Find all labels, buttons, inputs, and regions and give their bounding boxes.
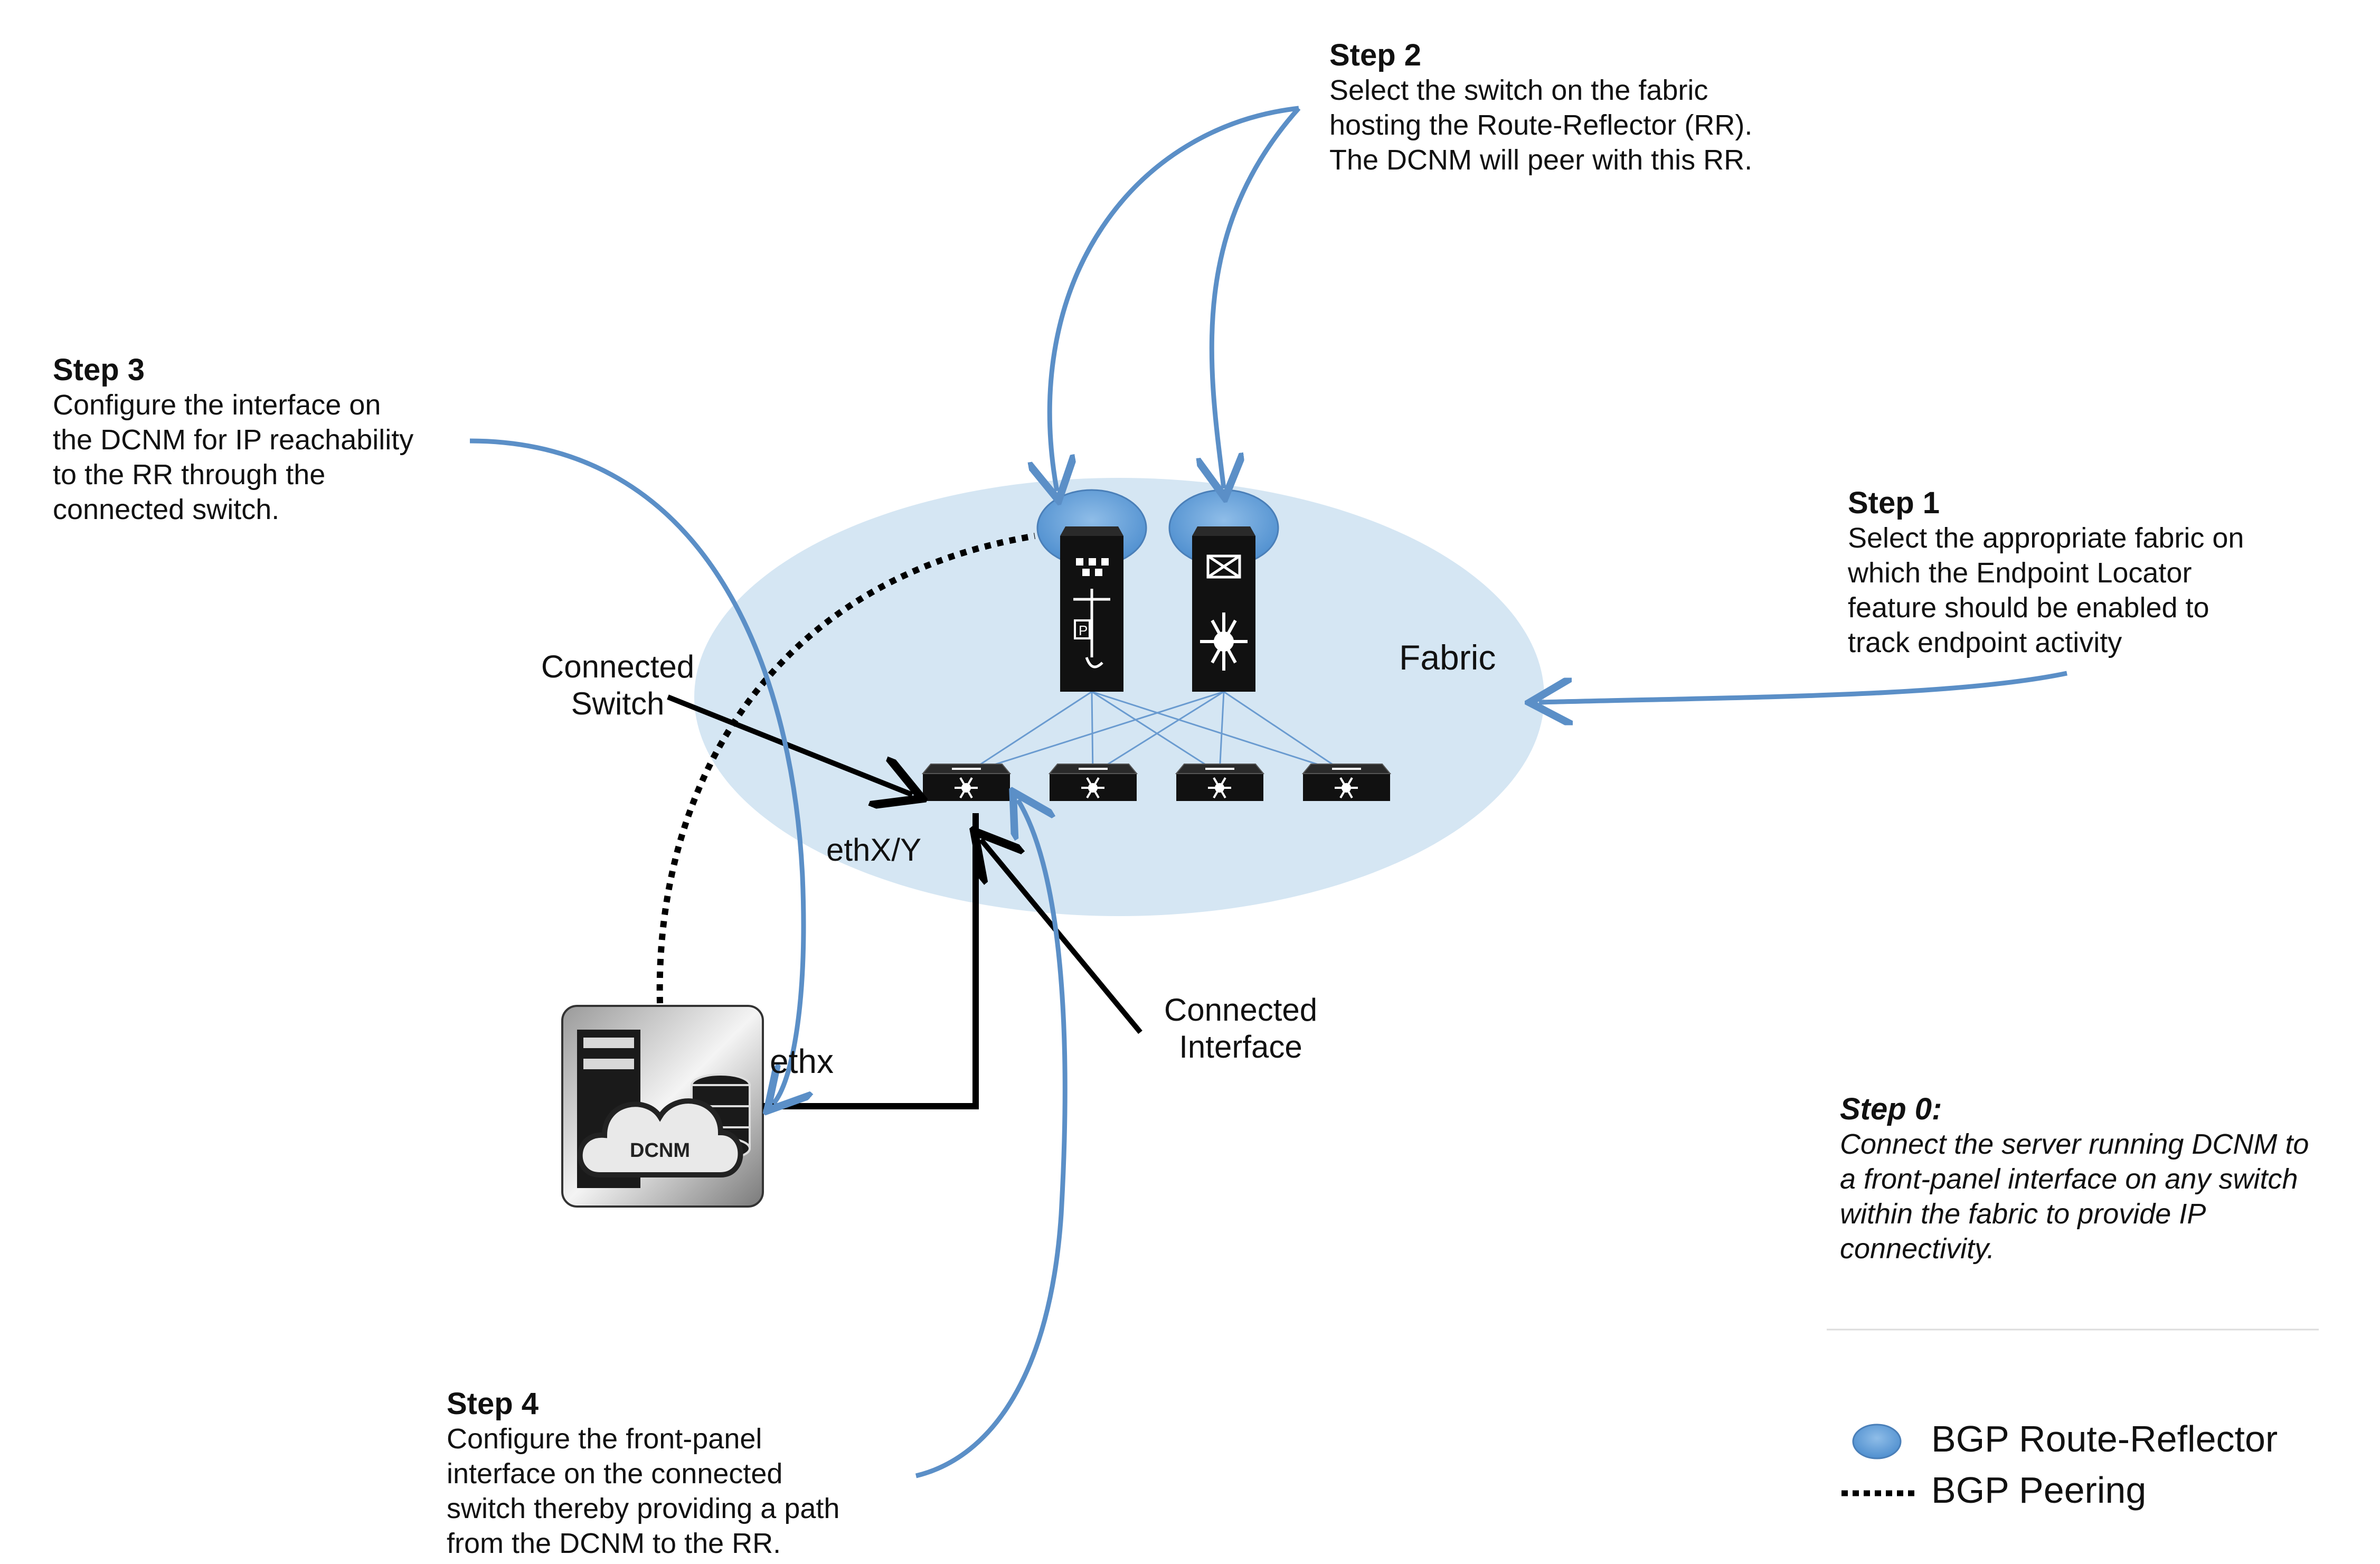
connected-switch-line: Connected: [541, 649, 695, 684]
step3-line: Configure the interface on: [53, 389, 381, 421]
connected-switch-label: Connected Switch: [507, 648, 729, 722]
step2-title: Step 2: [1329, 38, 1422, 72]
leaf-switch-4[interactable]: [1302, 763, 1391, 802]
step2-line: hosting the Route-Reflector (RR).: [1329, 109, 1753, 141]
step3-arrow: [469, 438, 804, 1104]
step0-title: Step 0:: [1840, 1092, 1942, 1126]
step3-text: Step 3 Configure the interface on the DC…: [53, 353, 528, 527]
step3-line: connected switch.: [53, 494, 280, 525]
bgp-peering-line: [656, 533, 1035, 1004]
step3-title: Step 3: [53, 353, 145, 387]
connected-interface-line: Interface: [1179, 1029, 1302, 1064]
fabric-links: [966, 691, 1347, 775]
step3-line: to the RR through the: [53, 459, 326, 491]
step2-text: Step 2 Select the switch on the fabric h…: [1329, 38, 1857, 177]
connected-switch-arrow: [667, 694, 912, 795]
step2-line: The DCNM will peer with this RR.: [1329, 144, 1753, 176]
step4-line: Configure the front-panel: [447, 1423, 762, 1455]
legend-rr-label: BGP Route-Reflector: [1931, 1418, 2278, 1459]
dcnm-server[interactable]: [561, 1005, 764, 1208]
step1-text: Step 1 Select the appropriate fabric on …: [1848, 486, 2355, 660]
connected-switch-line: Switch: [571, 686, 665, 721]
leaf-switch-connected[interactable]: [922, 763, 1011, 802]
step4-arrow: [915, 800, 1068, 1478]
step1-line: Select the appropriate fabric on: [1848, 522, 2244, 554]
step1-line: which the Endpoint Locator: [1848, 557, 2192, 589]
dcnm-server-label: DCNM: [630, 1139, 690, 1162]
leaf-switch-2[interactable]: [1049, 763, 1138, 802]
step1-title: Step 1: [1848, 486, 1940, 520]
step1-line: track endpoint activity: [1848, 627, 2122, 658]
dcnm-switch-link: [763, 813, 979, 1109]
spine-switch-1[interactable]: P: [1060, 526, 1123, 692]
connected-interface-label: Connected Interface: [1130, 992, 1352, 1066]
step4-title: Step 4: [447, 1387, 539, 1421]
step0-line: a front-panel interface on any switch: [1840, 1163, 2298, 1195]
step0-line: within the fabric to provide IP: [1840, 1198, 2206, 1230]
step0-line: connectivity.: [1840, 1233, 1995, 1265]
step4-text: Step 4 Configure the front-panel interfa…: [447, 1387, 964, 1561]
step2-line: Select the switch on the fabric: [1329, 74, 1708, 106]
leaf-switch-3[interactable]: [1175, 763, 1264, 802]
step0-line: Connect the server running DCNM to: [1840, 1128, 2309, 1160]
step4-line: from the DCNM to the RR.: [447, 1528, 781, 1559]
step1-line: feature should be enabled to: [1848, 592, 2209, 624]
step4-line: interface on the connected: [447, 1458, 783, 1490]
connected-interface-arrow: [981, 840, 1142, 1034]
ethxy-label: ethX/Y: [826, 832, 922, 868]
spine-switch-2[interactable]: [1192, 526, 1255, 692]
legend-peering-label: BGP Peering: [1931, 1469, 2147, 1511]
legend-rr-symbol: [1852, 1424, 1902, 1459]
step2-arrow-2: [1212, 107, 1301, 488]
fabric-label: Fabric: [1399, 638, 1496, 677]
step3-line: the DCNM for IP reachability: [53, 424, 414, 456]
step0-text: Step 0: Connect the server running DCNM …: [1840, 1092, 2368, 1266]
svg-text:P: P: [1079, 623, 1088, 638]
ethx-label: ethx: [770, 1042, 834, 1080]
connected-interface-line: Connected: [1164, 992, 1318, 1028]
step1-arrow: [1539, 671, 2067, 702]
step4-line: switch thereby providing a path: [447, 1493, 840, 1524]
step2-arrow-1: [1050, 106, 1299, 491]
